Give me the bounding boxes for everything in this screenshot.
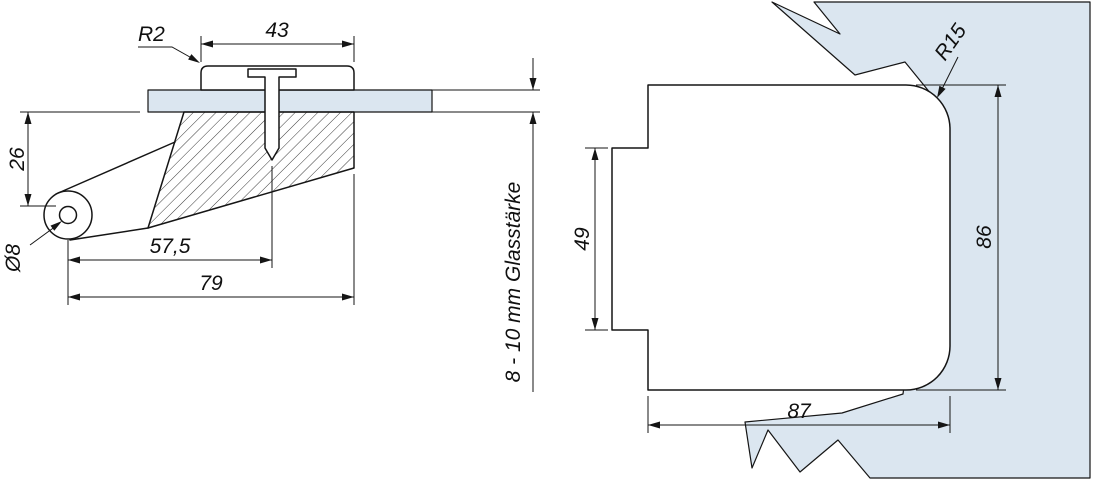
arrowhead [24,194,32,206]
arrowhead [529,112,537,124]
arrowhead [68,256,80,264]
dim-pivot-height: 26 [6,111,140,207]
arrowhead [260,256,272,264]
dim-cap-width: 43 [200,19,355,62]
arrowhead [994,378,1002,390]
arrowhead [529,78,537,90]
pivot-hole [58,205,78,225]
dim-label-body-length: 79 [199,272,223,295]
glass-panel-section [147,89,433,113]
arrowhead [342,293,354,301]
arrowhead [938,421,950,429]
dim-cap-radius: R2 [138,23,200,63]
arrowhead [342,40,354,48]
arrowhead [24,112,32,124]
leader-line [29,225,57,246]
fixing-screw [247,68,297,161]
arrowhead [591,148,599,160]
dim-body-height: 86 [916,84,1006,391]
dim-screw-axis-offset: 57,5 [67,166,273,305]
arrowhead [50,221,62,231]
dim-label-tab-height: 49 [571,227,594,251]
clamp-body-section [147,111,355,229]
arrowhead [68,293,80,301]
pivot-arm-upper-edge [55,141,176,195]
arrowhead [648,421,660,429]
dim-hole-diameter: Ø8 [2,221,62,273]
leader-line [138,46,198,62]
dim-body-length: 79 [68,174,355,305]
dim-label-screw-axis-offset: 57,5 [150,235,191,258]
arrowhead [188,54,200,63]
dim-label-body-width: 87 [787,400,812,423]
dim-tab-height: 49 [571,147,608,331]
hinge-body-front [611,84,951,391]
arrowhead [937,85,946,98]
dim-label-pivot-height: 26 [6,147,29,172]
dim-label-cap-width: 43 [265,19,289,42]
side-view: 43 R2 26 Ø8 57 [2,19,540,392]
front-view: R15 49 86 87 [571,1,1091,479]
arrowhead [201,40,213,48]
dim-body-width: 87 [647,396,951,433]
arrowhead [591,318,599,330]
dim-label-cap-radius: R2 [138,23,165,46]
pivot-arm-lower-edge [69,227,149,241]
dim-glass-thickness: 8 - 10 mm Glasstärke [432,58,540,392]
arrowhead [994,85,1002,97]
dim-label-glass-thickness: 8 - 10 mm Glasstärke [502,182,525,383]
dim-label-body-height: 86 [973,225,996,249]
dim-label-hole-diameter: Ø8 [2,244,25,273]
